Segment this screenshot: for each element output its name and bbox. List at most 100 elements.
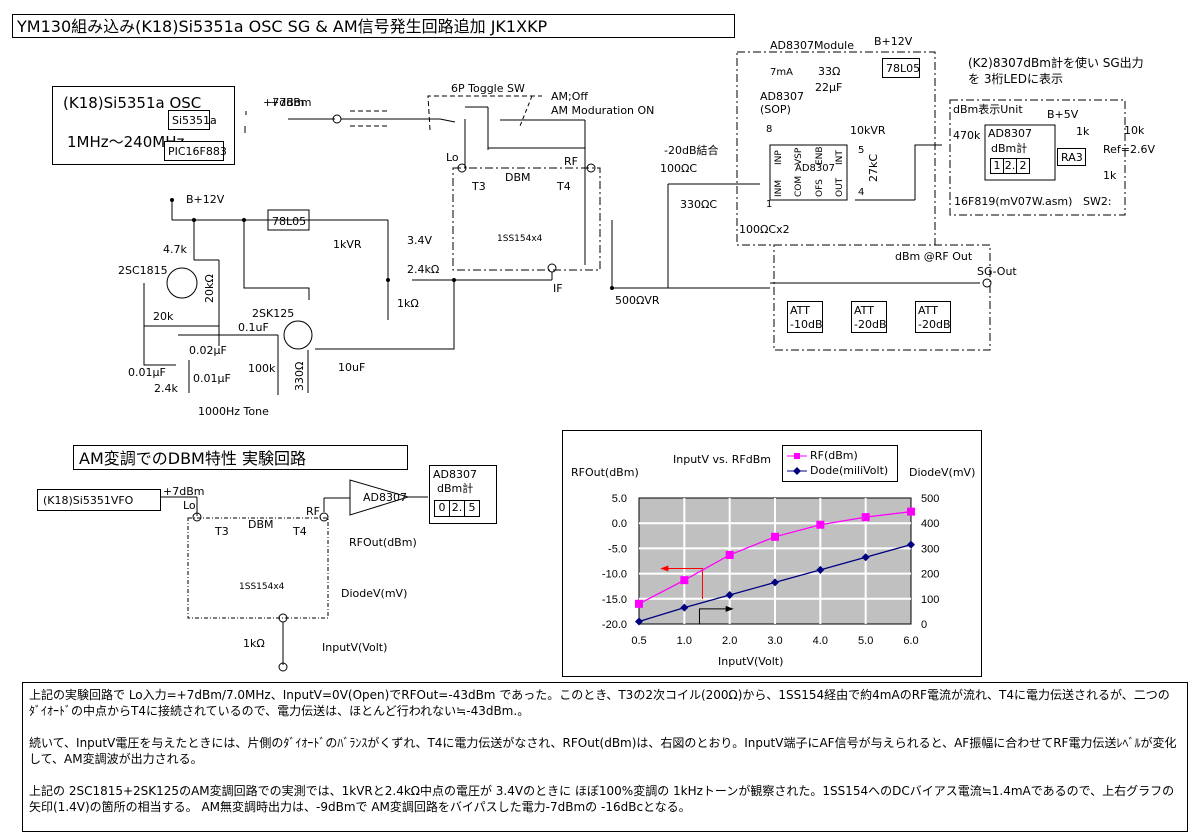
exp-rf-label: RF bbox=[306, 505, 320, 518]
cap-22u-label: 22μF bbox=[815, 81, 843, 94]
digit: 2 bbox=[1016, 158, 1030, 174]
supply-12v-label: B+12V bbox=[186, 193, 225, 206]
digit: 2. bbox=[449, 500, 465, 517]
exp-t3-label: T3 bbox=[215, 525, 229, 538]
digit: 0 bbox=[434, 500, 450, 517]
dbm-unit-chip: AD8307 bbox=[988, 127, 1032, 140]
y-tick-label: 0.0 bbox=[612, 518, 627, 530]
y2-tick-label: 500 bbox=[921, 493, 939, 505]
y2-tick-label: 200 bbox=[921, 569, 939, 581]
data-point-diode bbox=[907, 540, 915, 549]
pin1-label: 1 bbox=[766, 199, 773, 210]
exp-dbm-label: DBM bbox=[248, 518, 274, 531]
chip-pic16f883: PIC16F883 bbox=[164, 141, 227, 161]
data-point-rf bbox=[725, 550, 734, 559]
diodev-annotation: DiodeV(mV) bbox=[341, 587, 408, 600]
att-stage-1: ATT -10dB bbox=[787, 301, 823, 333]
note-paragraph-2: 続いて、InputV電圧を与えたときには、片側のﾀﾞｲｵｰﾄﾞのﾊﾞﾗﾝｽがくず… bbox=[29, 736, 1177, 766]
cap-001u-b-label: 0.01μF bbox=[193, 372, 231, 385]
sg-out-label[interactable]: SG-Out bbox=[977, 265, 1017, 278]
arrow-right-icon bbox=[725, 605, 734, 612]
x-tick-label: 0.5 bbox=[631, 635, 646, 647]
ref-voltage-label: Ref=2.6V bbox=[1103, 143, 1156, 156]
dbm-rf-label: RF bbox=[564, 155, 578, 168]
rfout-annotation: RFOut(dBm) bbox=[349, 536, 417, 549]
tr-2sc1815-label: 2SC1815 bbox=[118, 264, 168, 277]
pin-com: COM bbox=[794, 175, 804, 197]
k2-note-line2: を 3桁LEDに表示 bbox=[968, 72, 1063, 86]
data-point-rf bbox=[635, 599, 643, 608]
chip-pkg-l2: (SOP) bbox=[760, 103, 791, 116]
y2-tick-label: 400 bbox=[921, 518, 939, 530]
t4-label: T4 bbox=[557, 180, 571, 193]
r-2k4-label: 2.4kΩ bbox=[407, 263, 440, 276]
r-1k-b-label: 1k bbox=[1103, 169, 1117, 182]
att-stage-2: ATT -20dB bbox=[851, 301, 887, 333]
toggle-state-off: AM;Off bbox=[551, 90, 588, 103]
exp-diode-label: 1SS154x4 bbox=[239, 582, 285, 592]
ra3-port: RA3 bbox=[1057, 148, 1086, 166]
y2-tick-label: 100 bbox=[921, 594, 939, 606]
pin-inp: INP bbox=[774, 150, 784, 165]
digit: 2. bbox=[1003, 158, 1017, 174]
y-tick-label: -15.0 bbox=[602, 594, 627, 606]
digit: 5 bbox=[464, 500, 480, 517]
data-point-rf bbox=[680, 576, 689, 585]
firmware-label: 16F819(mV07W.asm) bbox=[954, 195, 1073, 208]
r-33-label: 33Ω bbox=[818, 65, 841, 78]
pin-inm: INM bbox=[774, 179, 784, 197]
r-20k-ohm-label: 20kΩ bbox=[203, 274, 216, 303]
pin-int: INT bbox=[835, 150, 845, 165]
x-tick-label: 3.0 bbox=[767, 635, 782, 647]
r-100k-label: 100k bbox=[248, 362, 276, 375]
chip-si5351a: Si5351a bbox=[168, 110, 217, 130]
att-stage-3: ATT -20dB bbox=[915, 301, 951, 333]
y2-tick-label: 0 bbox=[921, 619, 927, 631]
ad-chip-label: AD8307 bbox=[795, 163, 835, 174]
legend-diode: Dode(miliVolt) bbox=[810, 464, 889, 477]
data-point-rf bbox=[907, 507, 915, 516]
legend-diamond-icon bbox=[793, 467, 801, 475]
osc-level: +7dBm bbox=[263, 96, 305, 109]
t3-label: T3 bbox=[472, 180, 486, 193]
exp-level-label: +7dBm bbox=[163, 485, 205, 498]
vr-500-label: 500ΩVR bbox=[615, 294, 660, 307]
exp-meter-display: 0 2. 5 bbox=[434, 500, 480, 517]
chart-legend: RF(dBm) Dode(miliVolt) bbox=[782, 445, 898, 482]
toggle-switch-label: 6P Toggle SW bbox=[451, 82, 525, 95]
arrow-left-icon bbox=[660, 565, 669, 572]
chip-pkg-l1: AD8307 bbox=[760, 90, 804, 103]
osc-title: (K18)Si5351a OSC bbox=[63, 94, 202, 112]
pin5-label: 5 bbox=[858, 145, 865, 156]
chart-title: InputV vs. RFdBm bbox=[673, 453, 771, 466]
x-tick-label: 5.0 bbox=[858, 635, 873, 647]
r-330-coupler-label: 330ΩC bbox=[680, 198, 718, 211]
att-title: dBm @RF Out bbox=[895, 250, 973, 263]
cap-002u-label: 0.02μF bbox=[189, 344, 227, 357]
exp-t4-label: T4 bbox=[293, 525, 307, 538]
toggle-state-on: AM Moduration ON bbox=[551, 104, 655, 117]
pin4-label: 4 bbox=[858, 187, 865, 198]
r-1k-label: 1kΩ bbox=[397, 297, 419, 310]
x-tick-label: 1.0 bbox=[677, 635, 692, 647]
diode-label: 1SS154x4 bbox=[497, 234, 543, 244]
r-100cx2-label: 100ΩCx2 bbox=[739, 223, 790, 236]
exp-r-1k-label: 1kΩ bbox=[243, 637, 265, 650]
exp-meter-box: AD8307 dBm計 0 2. 5 bbox=[429, 465, 497, 524]
y-tick-label: 5.0 bbox=[612, 493, 627, 505]
vfo-box: (K18)Si5351VFO bbox=[37, 489, 161, 511]
chart-xlabel: InputV(Volt) bbox=[718, 655, 784, 668]
annotation-arrow-left bbox=[664, 568, 703, 599]
inputv-annotation: InputV(Volt) bbox=[322, 641, 388, 654]
current-label: 7mA bbox=[770, 67, 793, 78]
data-point-rf bbox=[771, 532, 779, 541]
data-point-diode bbox=[680, 603, 689, 612]
rf-vs-inputv-chart: 5.00.0-5.0-10.0-15.0-20.0500400300200100… bbox=[602, 493, 939, 647]
dbm-unit-supply: B+5V bbox=[1047, 108, 1079, 121]
regulator-label: 78L05 bbox=[272, 215, 307, 228]
note-paragraph-1: 上記の実験回路で Lo入力=+7dBm/7.0MHz、InputV=0V(Ope… bbox=[29, 688, 1170, 718]
osc-range: 1MHz～240MHz bbox=[67, 133, 185, 151]
coupler-label: -20dB結合 bbox=[664, 144, 719, 157]
cap-10u-label: 10uF bbox=[338, 361, 366, 374]
